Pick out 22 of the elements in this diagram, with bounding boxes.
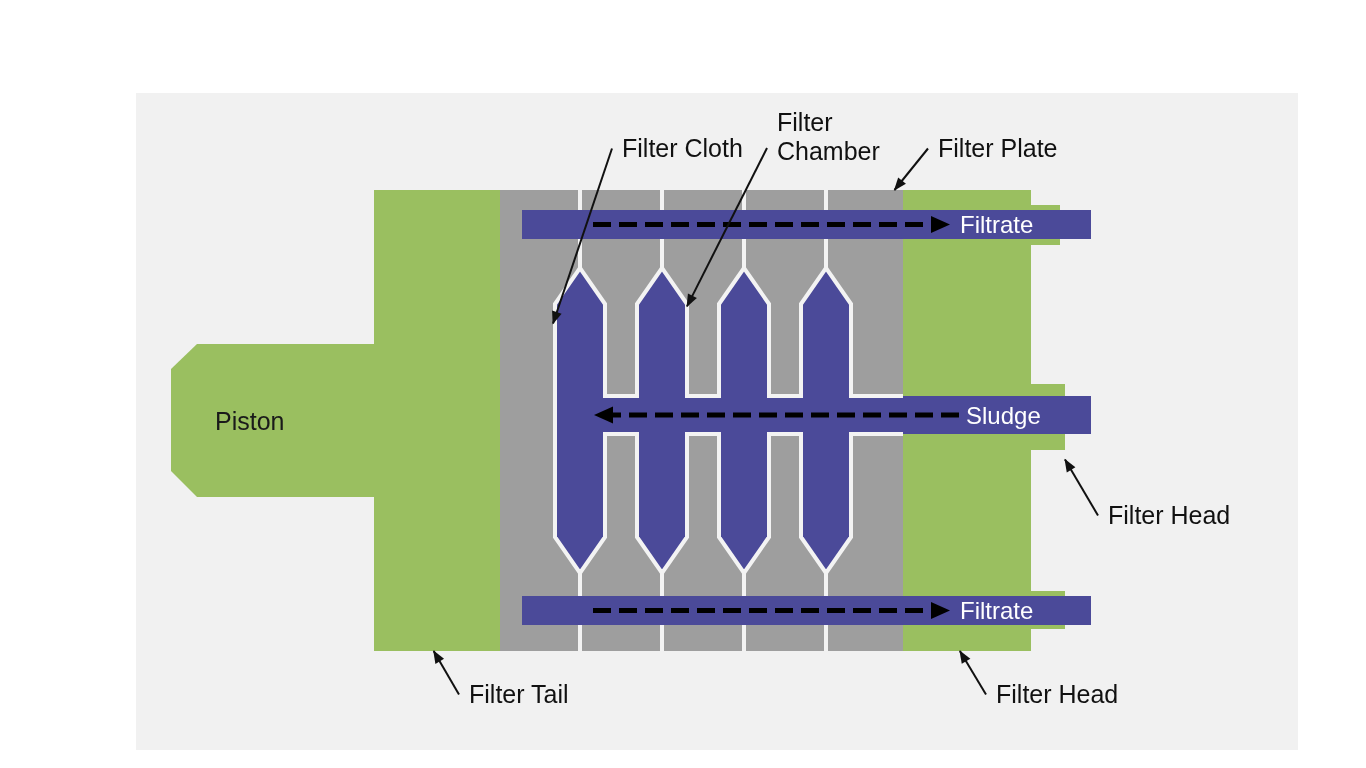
leader-line: [1064, 458, 1099, 517]
filter-head: [903, 190, 1065, 651]
leader-line: [958, 650, 987, 696]
sludge-pipe: [903, 396, 1091, 434]
part-label: Filter Tail: [459, 680, 599, 709]
flow-label: Sludge: [966, 400, 1041, 430]
leader-line: [893, 147, 929, 191]
part-label: Filter Plate: [928, 134, 1078, 163]
leader-line: [432, 650, 460, 696]
part-label: Filter Head: [986, 680, 1136, 709]
filter-tail-plate: [374, 190, 500, 651]
filtrate-pipe: [522, 210, 1091, 239]
leader-line: [686, 147, 768, 308]
part-label: Filter Chamber: [767, 108, 892, 166]
piston: [171, 344, 374, 497]
filtrate-pipe: [522, 596, 1091, 625]
part-label: Filter Cloth: [612, 134, 762, 163]
part-label: Piston: [215, 407, 285, 436]
part-label: Filter Head: [1098, 501, 1258, 530]
flow-label: Filtrate: [960, 596, 1034, 625]
flow-label: Filtrate: [960, 210, 1034, 239]
leader-line: [552, 147, 613, 325]
